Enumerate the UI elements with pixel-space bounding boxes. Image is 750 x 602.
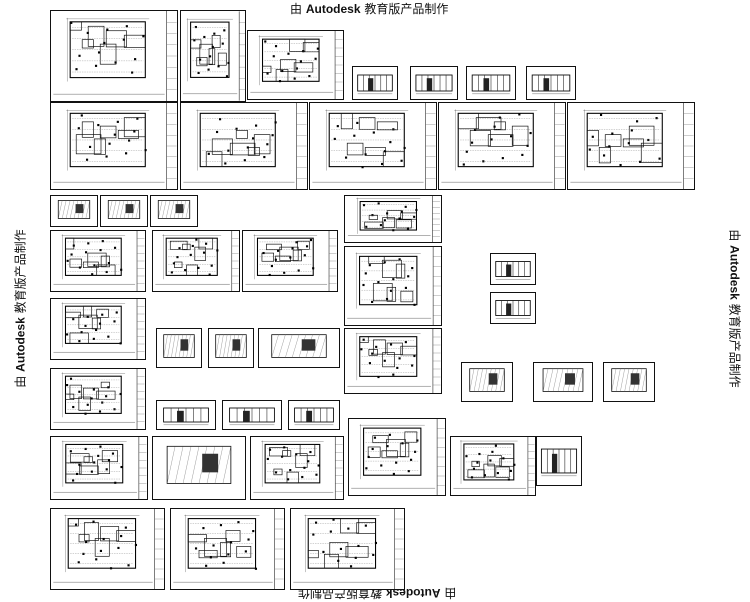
sheet-drawing [53,437,147,499]
sheet-drawing [53,11,177,101]
floor-plan-sheet[interactable] [152,230,240,292]
floor-plan-sheet[interactable] [450,436,536,496]
sheet-drawing [53,103,177,189]
elevation-sheet[interactable] [526,66,576,100]
floor-plan-sheet[interactable] [50,436,148,500]
sheet-drawing [347,247,441,325]
sheet-drawing [53,299,145,359]
floor-plan-sheet[interactable] [170,508,285,590]
sheet-drawing [163,407,209,425]
sheet-drawing [495,300,531,319]
sheet-drawing [542,368,584,392]
watermark-brand: Autodesk [305,2,361,16]
detail-sheet[interactable] [152,436,246,500]
sheet-drawing [540,448,578,477]
sheet-drawing [107,200,141,219]
sheet-drawing [471,74,511,95]
sheet-drawing [347,196,440,242]
watermark-top: 由 Autodesk 教育版产品制作 [290,0,448,17]
sheet-drawing [245,231,337,291]
sheet-drawing [347,329,441,393]
floor-plan-sheet[interactable] [344,246,442,326]
sheet-drawing [53,369,145,429]
floor-plan-sheet[interactable] [180,10,246,102]
watermark-prefix: 由 [13,375,28,388]
floor-plan-sheet[interactable] [242,230,338,292]
sheet-drawing [531,74,571,95]
elevation-sheet[interactable] [156,400,216,430]
elevation-sheet[interactable] [490,253,536,285]
sheet-drawing [173,509,284,589]
elevation-sheet[interactable] [490,292,536,324]
watermark-suffix: 教育版产品制作 [727,303,742,388]
watermark-suffix: 教育版产品制作 [364,2,449,16]
floor-plan-sheet[interactable] [50,368,146,430]
watermark-prefix: 由 [444,586,457,600]
sheet-drawing [312,103,436,189]
floor-plan-sheet[interactable] [50,508,165,590]
floor-plan-sheet[interactable] [50,230,146,292]
sheet-drawing [351,419,445,495]
sheet-drawing [415,74,453,95]
floor-plan-sheet[interactable] [348,418,446,496]
sheet-drawing [253,437,343,499]
sheet-drawing [294,407,334,425]
elevation-sheet[interactable] [288,400,340,430]
sheet-drawing [229,407,275,425]
sheet-drawing [293,509,404,589]
sheet-drawing [611,368,647,392]
floor-plan-sheet[interactable] [50,10,178,102]
sheet-drawing [271,334,327,358]
floor-plan-sheet[interactable] [290,508,405,590]
watermark-prefix: 由 [727,229,742,242]
detail-sheet[interactable] [150,195,198,227]
sheet-drawing [166,445,232,484]
floor-plan-sheet[interactable] [250,436,344,500]
sheet-drawing [215,334,247,358]
sheet-drawing [163,334,195,358]
sheet-drawing [53,509,164,589]
detail-sheet[interactable] [461,362,513,402]
floor-plan-sheet[interactable] [309,102,437,190]
detail-sheet[interactable] [533,362,593,402]
floor-plan-sheet[interactable] [50,298,146,360]
sheet-drawing [250,31,343,99]
watermark-right: 由 Autodesk 教育版产品制作 [727,219,744,399]
elevation-sheet[interactable] [410,66,458,100]
floor-plan-sheet[interactable] [50,102,178,190]
floor-plan-sheet[interactable] [180,102,308,190]
watermark-suffix: 教育版产品制作 [13,229,28,314]
elevation-sheet[interactable] [222,400,282,430]
sheet-drawing [155,231,239,291]
sheet-drawing [57,200,91,219]
sheet-drawing [441,103,565,189]
elevation-sheet[interactable] [352,66,398,100]
detail-sheet[interactable] [50,195,98,227]
sheet-drawing [357,74,393,95]
sheet-drawing [157,200,191,219]
watermark-prefix: 由 [290,2,303,16]
detail-sheet[interactable] [100,195,148,227]
detail-sheet[interactable] [156,328,202,368]
sheet-drawing [495,261,531,280]
detail-sheet[interactable] [603,362,655,402]
sheet-drawing [53,231,145,291]
floor-plan-sheet[interactable] [344,328,442,394]
elevation-sheet[interactable] [466,66,516,100]
floor-plan-sheet[interactable] [438,102,566,190]
sheet-drawing [453,437,535,495]
watermark-brand: Autodesk [13,317,28,372]
floor-plan-sheet[interactable] [247,30,344,100]
elevation-sheet[interactable] [536,436,582,486]
floor-plan-sheet[interactable] [567,102,695,190]
sheet-drawing [183,103,307,189]
floor-plan-sheet[interactable] [344,195,442,243]
detail-sheet[interactable] [208,328,254,368]
watermark-brand: Autodesk [727,245,742,300]
watermark-left: 由 Autodesk 教育版产品制作 [12,219,29,399]
sheet-drawing [570,103,694,189]
sheet-drawing [469,368,505,392]
sheet-drawing [182,11,245,101]
detail-sheet[interactable] [258,328,340,368]
